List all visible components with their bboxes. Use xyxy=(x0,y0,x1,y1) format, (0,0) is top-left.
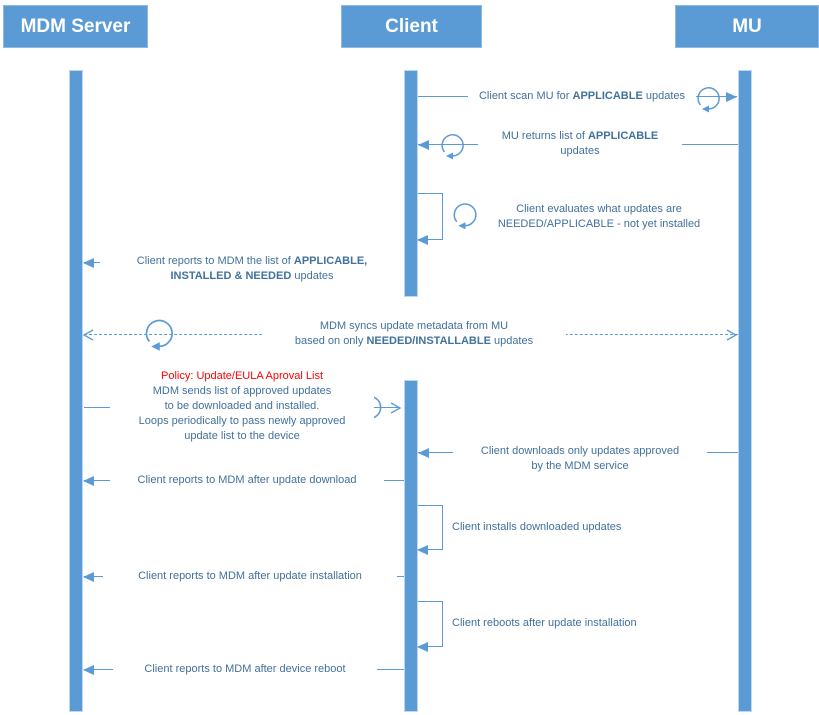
self-message-bracket xyxy=(418,505,443,550)
arrowhead-icon xyxy=(417,235,428,245)
actor-box-mu: MU xyxy=(675,5,819,48)
actor-label: MDM Server xyxy=(20,15,131,37)
loop-icon xyxy=(453,203,477,230)
message-label: Client scan MU for APPLICABLE updates xyxy=(468,89,696,104)
message-label: Client reports to MDM after update downl… xyxy=(110,473,384,488)
loop-icon xyxy=(441,134,464,160)
lifeline-client-segment-1 xyxy=(404,70,418,297)
arrowhead-icon xyxy=(83,665,94,675)
message-label: Client reports to MDM after device reboo… xyxy=(113,662,377,677)
arrowhead-icon xyxy=(418,448,429,458)
arrowhead-icon xyxy=(83,476,94,486)
arrowhead-icon xyxy=(83,258,94,268)
arrowhead-icon xyxy=(417,642,428,652)
arrowhead-icon xyxy=(83,572,94,582)
open-arrowhead-left-icon xyxy=(82,329,94,341)
self-message-bracket xyxy=(418,601,443,647)
actor-label: Client xyxy=(385,15,438,37)
message-label: Client reports to MDM the list of APPLIC… xyxy=(100,254,404,284)
lifeline-client-segment-2 xyxy=(404,380,418,712)
message-label: Client reboots after update installation xyxy=(452,617,637,629)
actor-box-client: Client xyxy=(341,5,482,48)
actor-box-mdm-server: MDM Server xyxy=(3,5,148,48)
lifeline-mu xyxy=(738,70,752,712)
message-label: Client reports to MDM after update insta… xyxy=(103,569,397,584)
open-arrowhead-right-icon xyxy=(390,402,402,414)
arrowhead-icon xyxy=(418,140,429,150)
open-arrowhead-right-icon xyxy=(726,329,738,341)
lifeline-mdm-server xyxy=(69,70,83,712)
self-message-bracket xyxy=(418,193,443,240)
actor-label: MU xyxy=(732,15,762,37)
loop-icon xyxy=(145,319,173,351)
loop-icon xyxy=(697,87,720,113)
message-label: Client installs downloaded updates xyxy=(452,521,622,533)
arrowhead-icon xyxy=(726,92,737,102)
arrowhead-icon xyxy=(417,545,428,555)
